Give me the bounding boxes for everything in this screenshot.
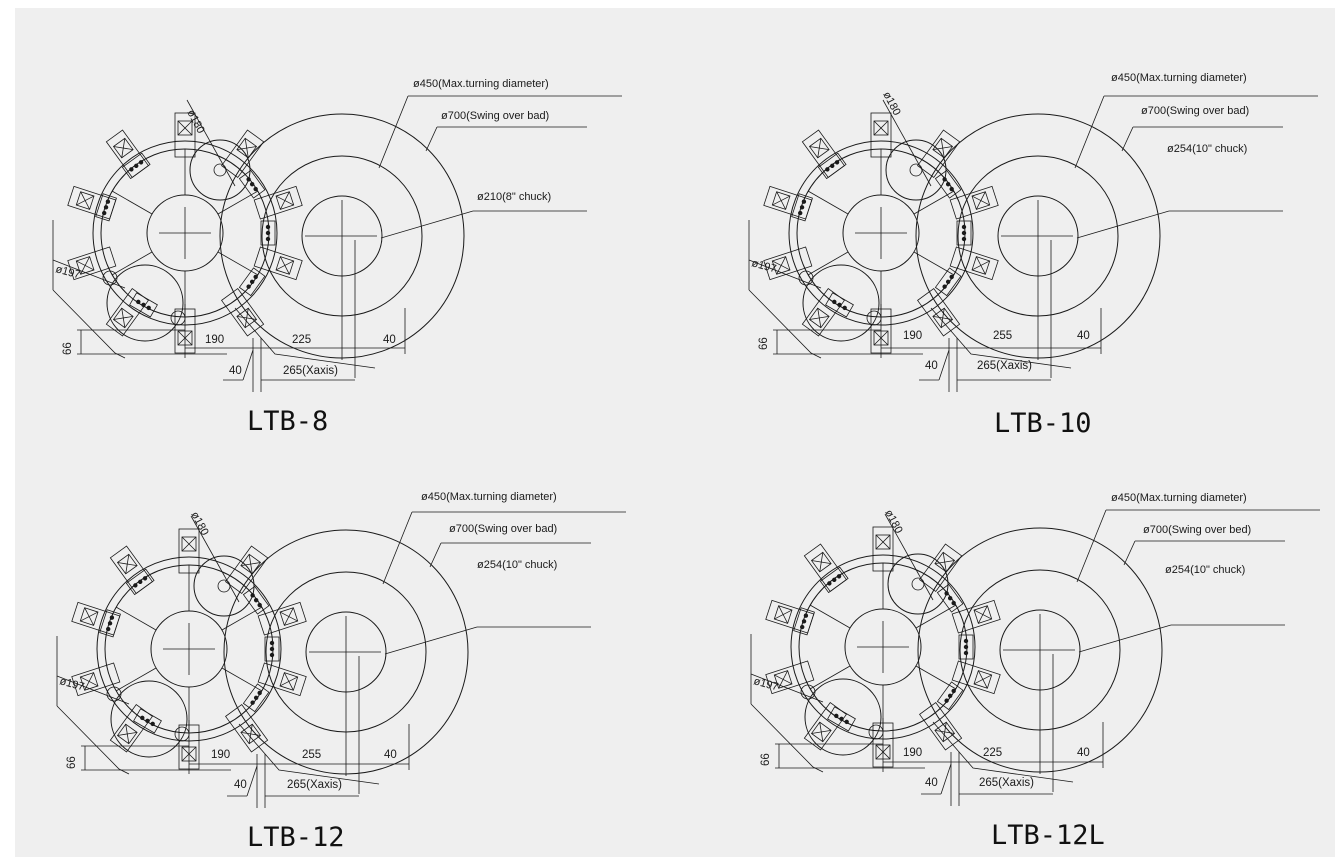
panel-ltb-12l: ø450(Max.turning diameter) ø700(Swing ov… — [751, 492, 1320, 851]
label-d197: ø197 — [58, 675, 85, 693]
drawing-title: LTB-8 — [247, 406, 328, 437]
label-d197: ø197 — [750, 257, 777, 275]
label-max-turning: ø450(Max.turning diameter) — [421, 491, 557, 503]
dim-40-right: 40 — [1077, 747, 1090, 759]
label-max-turning: ø450(Max.turning diameter) — [1111, 492, 1247, 504]
dim-66: 66 — [758, 337, 770, 350]
panel-ltb-12: ø450(Max.turning diameter) ø700(Swing ov… — [57, 491, 626, 853]
drawing-title: LTB-12L — [991, 820, 1105, 851]
dim-190: 190 — [205, 334, 224, 346]
dim-xaxis: 265(Xaxis) — [283, 365, 338, 377]
dim-40-right: 40 — [384, 749, 397, 761]
label-d180: ø180 — [882, 508, 904, 536]
label-swing: ø700(Swing over bad) — [1141, 105, 1249, 117]
label-chuck: ø254(10" chuck) — [1167, 143, 1247, 155]
dim-66: 66 — [66, 756, 78, 769]
label-max-turning: ø450(Max.turning diameter) — [1111, 72, 1247, 84]
drawing-title: LTB-10 — [994, 408, 1092, 439]
label-d180: ø180 — [188, 510, 210, 538]
label-swing: ø700(Swing over bad) — [441, 110, 549, 122]
label-chuck: ø254(10" chuck) — [477, 559, 557, 571]
label-chuck: ø254(10" chuck) — [1165, 564, 1245, 576]
dim-xaxis: 265(Xaxis) — [979, 777, 1034, 789]
dim-middle: 225 — [983, 747, 1002, 759]
dim-40-left: 40 — [229, 365, 242, 377]
dim-190: 190 — [211, 749, 230, 761]
dim-40-right: 40 — [383, 334, 396, 346]
dim-middle: 255 — [302, 749, 321, 761]
dim-190: 190 — [903, 330, 922, 342]
dim-40-left: 40 — [234, 779, 247, 791]
dim-middle: 225 — [292, 334, 311, 346]
label-chuck: ø210(8" chuck) — [477, 191, 551, 203]
drawing-sheet: ø450(Max.turning diameter) ø700(Swing ov… — [15, 8, 1335, 857]
dim-66: 66 — [62, 342, 74, 355]
drawing-title: LTB-12 — [247, 822, 345, 853]
dim-190: 190 — [903, 747, 922, 759]
label-max-turning: ø450(Max.turning diameter) — [413, 78, 549, 90]
panel-ltb-8: ø450(Max.turning diameter) ø700(Swing ov… — [53, 78, 622, 437]
label-d197: ø197 — [54, 263, 81, 281]
dim-middle: 255 — [993, 330, 1012, 342]
dim-66: 66 — [760, 753, 772, 766]
label-swing: ø700(Swing over bed) — [1143, 524, 1251, 536]
panel-ltb-10: ø450(Max.turning diameter) ø700(Swing ov… — [749, 72, 1318, 439]
dim-40-left: 40 — [925, 777, 938, 789]
label-swing: ø700(Swing over bad) — [449, 523, 557, 535]
label-d180: ø180 — [184, 108, 206, 136]
dim-xaxis: 265(Xaxis) — [287, 779, 342, 791]
dim-40-left: 40 — [925, 360, 938, 372]
dim-40-right: 40 — [1077, 330, 1090, 342]
technical-drawing: ø450(Max.turning diameter) ø700(Swing ov… — [15, 72, 1335, 853]
dim-xaxis: 265(Xaxis) — [977, 360, 1032, 372]
